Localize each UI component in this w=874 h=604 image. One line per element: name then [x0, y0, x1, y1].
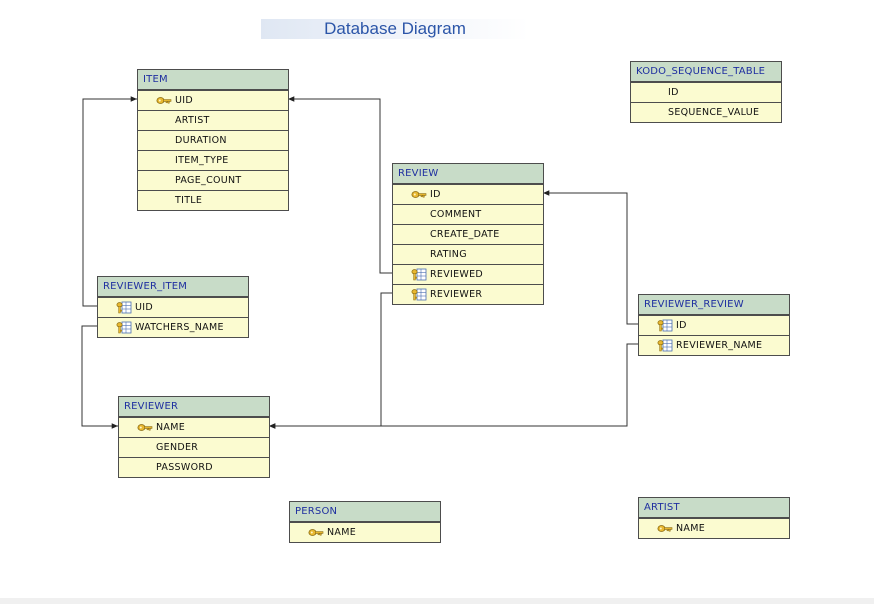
foreign-key-icon [116, 301, 132, 314]
column-row[interactable]: ARTIST [138, 110, 288, 130]
fk-reviewer-review-name-to-reviewer [269, 343, 638, 429]
column-row[interactable]: PASSWORD [119, 457, 269, 477]
table-reviewer[interactable]: REVIEWER NAME GENDER PASSWORD [118, 396, 270, 478]
column-row[interactable]: TITLE [138, 190, 288, 210]
fk-review-reviewer-to-reviewer [269, 292, 392, 429]
column-row[interactable]: REVIEWER [393, 284, 543, 304]
column-row[interactable]: COMMENT [393, 204, 543, 224]
primary-key-icon [657, 522, 673, 535]
table-header: PERSON [290, 502, 440, 522]
table-header: REVIEWER_ITEM [98, 277, 248, 297]
column-row[interactable]: NAME [639, 518, 789, 538]
column-row[interactable]: CREATE_DATE [393, 224, 543, 244]
fk-review-reviewed-to-item [288, 96, 392, 274]
column-row[interactable]: WATCHERS_NAME [98, 317, 248, 337]
column-row[interactable]: UID [138, 90, 288, 110]
primary-key-icon [137, 421, 153, 434]
column-name: CREATE_DATE [430, 229, 500, 240]
column-row[interactable]: NAME [119, 417, 269, 437]
primary-key-icon [156, 94, 172, 107]
column-name: ID [676, 320, 687, 331]
table-artist[interactable]: ARTIST NAME [638, 497, 790, 539]
column-name: PASSWORD [156, 462, 213, 473]
column-name: UID [175, 95, 193, 106]
fk-reviewer-item-uid-to-item [82, 96, 137, 307]
diagram-title: Database Diagram [324, 19, 466, 38]
table-kodo-sequence-table[interactable]: KODO_SEQUENCE_TABLE ID SEQUENCE_VALUE [630, 61, 782, 123]
column-name: REVIEWED [430, 269, 484, 280]
foreign-key-icon [657, 339, 673, 352]
table-reviewer-review[interactable]: REVIEWER_REVIEW ID REVIEWER_NAME [638, 294, 790, 356]
column-row[interactable]: ID [631, 82, 781, 102]
column-row[interactable]: REVIEWER_NAME [639, 335, 789, 355]
column-name: ITEM_TYPE [175, 155, 229, 166]
column-name: COMMENT [430, 209, 482, 220]
bottom-strip [0, 598, 874, 604]
column-row[interactable]: UID [98, 297, 248, 317]
column-name: NAME [327, 527, 357, 538]
column-row[interactable]: PAGE_COUNT [138, 170, 288, 190]
foreign-key-icon [411, 288, 427, 301]
table-header: REVIEW [393, 164, 543, 184]
column-name: TITLE [175, 195, 203, 206]
column-name: RATING [430, 249, 467, 260]
column-row[interactable]: ITEM_TYPE [138, 150, 288, 170]
column-name: REVIEWER_NAME [676, 340, 763, 351]
column-name: NAME [676, 523, 706, 534]
fk-reviewer-review-id-to-review [543, 190, 638, 325]
table-header: ARTIST [639, 498, 789, 518]
column-name: PAGE_COUNT [175, 175, 242, 186]
table-item[interactable]: ITEM UID ARTIST DURATION ITEM_TYPE PAGE_… [137, 69, 289, 211]
column-name: SEQUENCE_VALUE [668, 107, 760, 118]
column-row[interactable]: DURATION [138, 130, 288, 150]
primary-key-icon [411, 188, 427, 201]
column-row[interactable]: REVIEWED [393, 264, 543, 284]
table-header: REVIEWER [119, 397, 269, 417]
column-row[interactable]: ID [393, 184, 543, 204]
column-row[interactable]: SEQUENCE_VALUE [631, 102, 781, 122]
foreign-key-icon [657, 319, 673, 332]
table-person[interactable]: PERSON NAME [289, 501, 441, 543]
foreign-key-icon [116, 321, 132, 334]
column-name: NAME [156, 422, 186, 433]
column-name: ARTIST [175, 115, 210, 126]
column-name: DURATION [175, 135, 227, 146]
primary-key-icon [308, 526, 324, 539]
column-row[interactable]: NAME [290, 522, 440, 542]
column-name: REVIEWER [430, 289, 483, 300]
table-review[interactable]: REVIEW ID COMMENT CREATE_DATE RATING REV… [392, 163, 544, 305]
column-name: GENDER [156, 442, 199, 453]
fk-watchers-name-to-reviewer [81, 325, 118, 429]
column-row[interactable]: ID [639, 315, 789, 335]
table-reviewer-item[interactable]: REVIEWER_ITEM UID WATCHERS_NAME [97, 276, 249, 338]
column-name: WATCHERS_NAME [135, 322, 224, 333]
column-row[interactable]: RATING [393, 244, 543, 264]
table-header: REVIEWER_REVIEW [639, 295, 789, 315]
column-name: ID [668, 87, 679, 98]
foreign-key-icon [411, 268, 427, 281]
column-row[interactable]: GENDER [119, 437, 269, 457]
diagram-title-bar: Database Diagram [261, 19, 529, 39]
table-header: ITEM [138, 70, 288, 90]
column-name: ID [430, 189, 441, 200]
table-header: KODO_SEQUENCE_TABLE [631, 62, 781, 82]
column-name: UID [135, 302, 153, 313]
